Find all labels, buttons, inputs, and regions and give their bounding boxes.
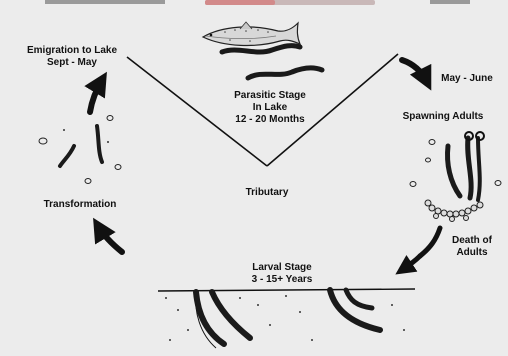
parasitic-label-line1: Parasitic Stage: [218, 90, 322, 102]
death-label-line2: Adults: [440, 247, 504, 259]
parasitic-label-line3: 12 - 20 Months: [218, 114, 322, 126]
spawning-adults-icon: [410, 132, 501, 200]
egg-icon: [425, 200, 483, 222]
larval-label-line2: 3 - 15+ Years: [232, 274, 332, 286]
top-header-strip: [45, 0, 470, 5]
spawning-adults-label: Spawning Adults: [384, 111, 502, 123]
death-label-line1: Death of: [440, 235, 504, 247]
death-of-adults-label: Death of Adults: [440, 235, 504, 259]
emigration-label-line2: Sept - May: [16, 57, 128, 69]
emigration-label: Emigration to Lake Sept - May: [16, 45, 128, 69]
transformation-label: Transformation: [28, 199, 132, 211]
parasitic-label-line2: In Lake: [218, 102, 322, 114]
emigration-label-line1: Emigration to Lake: [16, 45, 128, 57]
larval-label-line1: Larval Stage: [232, 262, 332, 274]
tributary-label: Tributary: [232, 187, 302, 199]
transforming-lamprey-icon: [39, 116, 121, 184]
lamprey-icon: [222, 46, 322, 78]
may-june-label: May - June: [432, 73, 502, 85]
parasitic-stage-label: Parasitic Stage In Lake 12 - 20 Months: [218, 90, 322, 126]
larval-stage-label: Larval Stage 3 - 15+ Years: [232, 262, 332, 286]
larval-burrow-scene: [158, 289, 415, 348]
fish-icon: [203, 22, 300, 46]
